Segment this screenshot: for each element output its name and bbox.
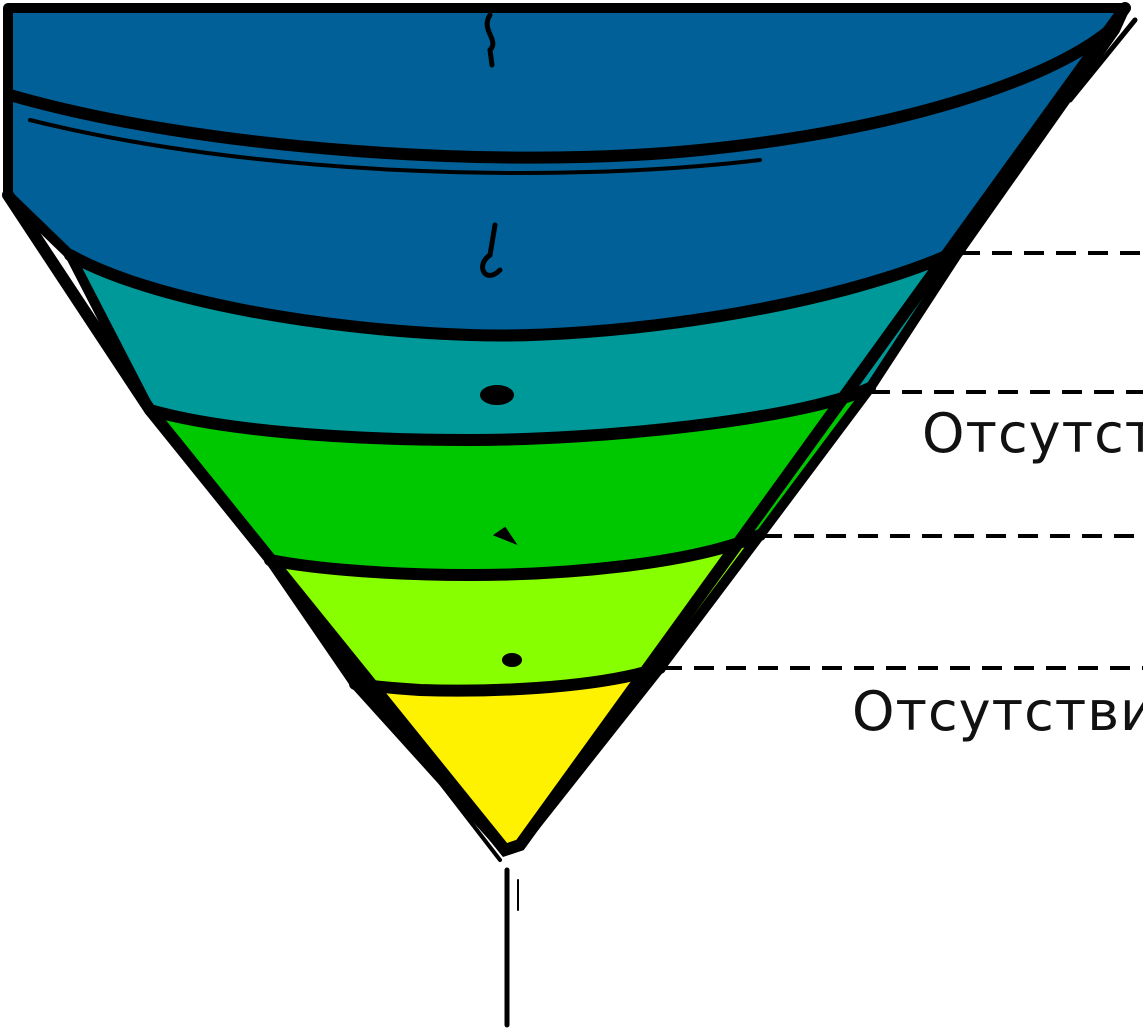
layer-label-2: Отсутстви bbox=[852, 680, 1143, 743]
dashed-leaders bbox=[662, 251, 1143, 670]
layer-label-1: Отсутст bbox=[922, 402, 1143, 465]
